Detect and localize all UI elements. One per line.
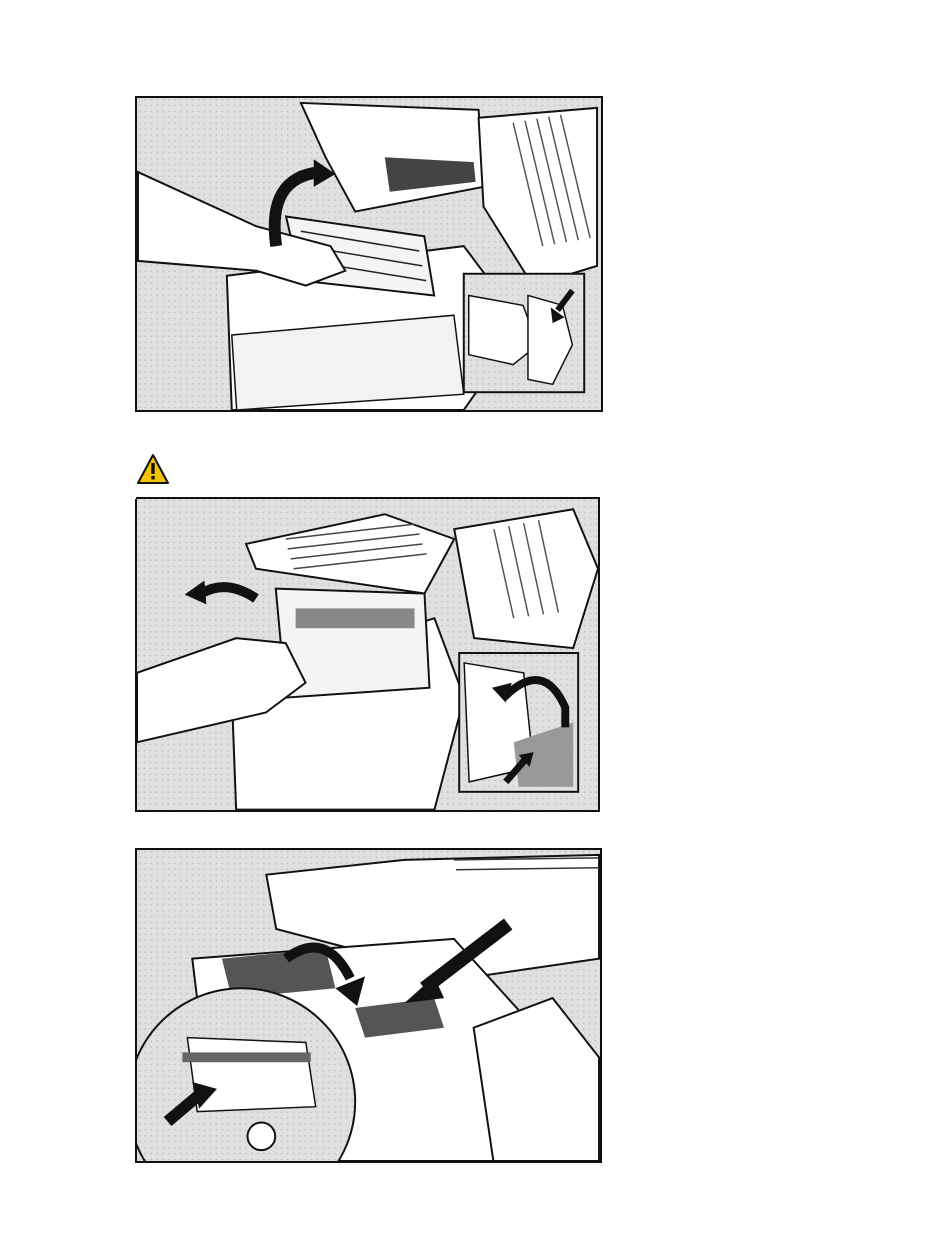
figure-1-illustration <box>137 98 601 410</box>
figure-3-release-levers <box>135 848 602 1163</box>
figure-2-illustration <box>137 499 598 810</box>
figure-2-open-fuser-cover <box>135 499 600 812</box>
warning-triangle-icon <box>136 453 170 485</box>
figure-3-illustration <box>137 850 600 1161</box>
figure-1-remove-cartridge <box>135 96 603 412</box>
